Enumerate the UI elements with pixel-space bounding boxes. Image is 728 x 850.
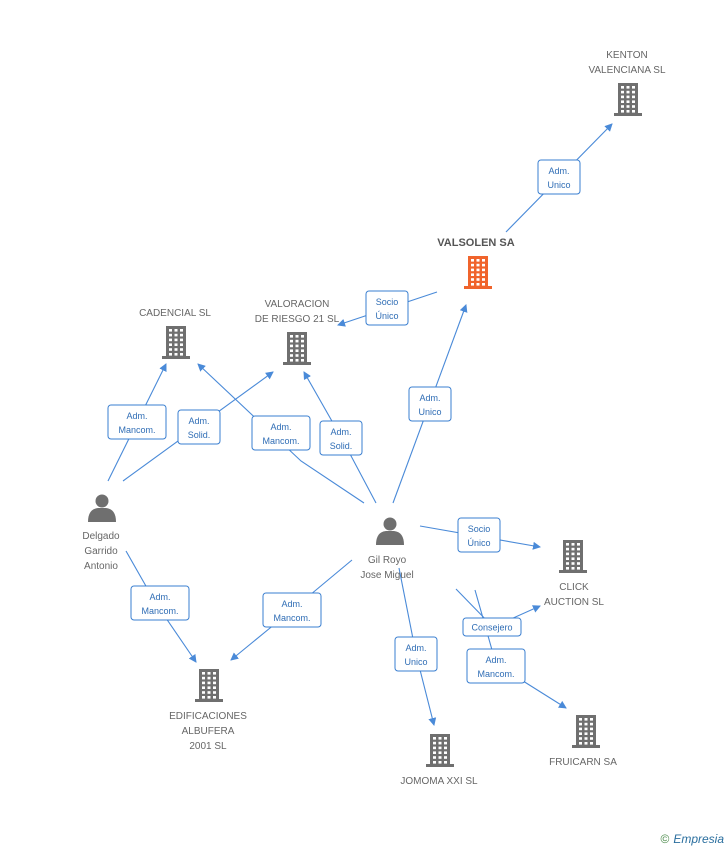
edge-label-box <box>466 648 526 684</box>
node-label[interactable]: AUCTION SL <box>544 597 604 608</box>
edge-label-e11[interactable]: Consejero <box>462 617 522 637</box>
node-label[interactable]: VALORACION <box>265 299 330 310</box>
edge-label-e7[interactable]: Adm. Solid. <box>319 420 363 456</box>
node-label[interactable]: VALSOLEN SA <box>437 237 514 249</box>
node-label[interactable]: VALENCIANA SL <box>588 65 666 76</box>
edge-label-text: Adm. <box>548 166 569 176</box>
edge-label-text: Mancom. <box>262 436 299 446</box>
edge-label-box <box>319 420 363 456</box>
building-icon[interactable] <box>426 734 454 767</box>
building-icon[interactable] <box>559 540 587 573</box>
edge-label-text: Adm. <box>405 643 426 653</box>
node-label[interactable]: JOMOMA XXI SL <box>400 776 478 787</box>
edge-label-box <box>457 517 501 553</box>
edge-label-text: Adm. <box>485 655 506 665</box>
person-icon[interactable] <box>376 517 404 546</box>
edge-label-box <box>107 404 167 440</box>
edge-label-text: Adm. <box>149 592 170 602</box>
brand-name: Empresia <box>673 832 724 846</box>
node-jomoma[interactable]: JOMOMA XXI SL <box>400 734 478 787</box>
edge-label-e4[interactable]: Adm. Mancom. <box>107 404 167 440</box>
building-icon[interactable] <box>572 715 600 748</box>
edge-label-text: Adm. <box>270 422 291 432</box>
edge-label-text: Adm. <box>419 393 440 403</box>
edge-label-box <box>262 592 322 628</box>
edge-label-e9[interactable]: Adm. Mancom. <box>262 592 322 628</box>
edge-label-text: Mancom. <box>118 425 155 435</box>
node-click[interactable]: CLICK AUCTION SL <box>544 540 604 608</box>
edge-label-text: Adm. <box>126 411 147 421</box>
node-fruicarn[interactable]: FRUICARN SA <box>549 715 617 768</box>
edge-label-box <box>394 636 438 672</box>
node-label[interactable]: DE RIESGO 21 SL <box>255 314 340 325</box>
edge-label-text: Consejero <box>471 623 512 633</box>
edge-label-text: Solid. <box>330 441 353 451</box>
edge-label-e1[interactable]: Adm. Unico <box>537 159 581 195</box>
edge-label-box <box>177 409 221 445</box>
edge-label-text: Solid. <box>188 430 211 440</box>
node-label[interactable]: CLICK <box>559 582 589 593</box>
node-valoracion[interactable]: VALORACION DE RIESGO 21 SL <box>255 299 340 365</box>
edge-label-e5[interactable]: Adm. Solid. <box>177 409 221 445</box>
node-label[interactable]: CADENCIAL SL <box>139 308 211 319</box>
edge-label-text: Adm. <box>188 416 209 426</box>
edge-label-box <box>251 415 311 451</box>
edge-label-e8[interactable]: Adm. Mancom. <box>130 585 190 621</box>
edge-label-box <box>537 159 581 195</box>
building-icon[interactable] <box>614 83 642 116</box>
edge-label-e12[interactable]: Adm. Mancom. <box>466 648 526 684</box>
edge-label-text: Único <box>467 538 490 548</box>
edge-label-e3[interactable]: Adm. Unico <box>408 386 452 422</box>
edge-label-text: Mancom. <box>141 606 178 616</box>
edge-label-box <box>462 617 522 637</box>
node-label[interactable]: Delgado <box>82 531 120 542</box>
edge-label-box <box>408 386 452 422</box>
node-label[interactable]: Gil Royo <box>368 555 407 566</box>
node-label[interactable]: FRUICARN SA <box>549 757 617 768</box>
edge-label-text: Adm. <box>330 427 351 437</box>
node-valsolen[interactable]: VALSOLEN SA <box>437 237 515 289</box>
node-label[interactable]: Garrido <box>84 546 118 557</box>
edge-label-text: Único <box>375 311 398 321</box>
edge-e6 <box>197 363 365 504</box>
edge-label-e6[interactable]: Adm. Mancom. <box>251 415 311 451</box>
node-edificaciones[interactable]: EDIFICACIONES ALBUFERA 2001 SL <box>169 669 247 752</box>
node-cadencial[interactable]: CADENCIAL SL <box>139 308 211 359</box>
edge-label-text: Unico <box>547 180 570 190</box>
node-label[interactable]: Jose Miguel <box>360 570 413 581</box>
watermark: ©Empresia <box>660 832 724 846</box>
edge-label-text: Unico <box>404 657 427 667</box>
building-icon[interactable] <box>195 669 223 702</box>
edge-label-box <box>130 585 190 621</box>
edge-label-text: Unico <box>418 407 441 417</box>
node-label[interactable]: KENTON <box>606 50 648 61</box>
edge-label-text: Mancom. <box>477 669 514 679</box>
edge-label-e13[interactable]: Adm. Unico <box>394 636 438 672</box>
node-label[interactable]: ALBUFERA <box>182 726 235 737</box>
node-label[interactable]: EDIFICACIONES <box>169 711 247 722</box>
node-label[interactable]: 2001 SL <box>189 741 227 752</box>
person-icon[interactable] <box>88 494 116 523</box>
building-icon[interactable] <box>464 256 492 289</box>
node-label[interactable]: Antonio <box>84 561 118 572</box>
copyright-symbol: © <box>660 832 670 846</box>
edge-label-text: Socio <box>468 524 491 534</box>
edge-label-text: Adm. <box>281 599 302 609</box>
building-icon[interactable] <box>283 332 311 365</box>
node-kenton[interactable]: KENTON VALENCIANA SL <box>588 50 666 116</box>
edge-label-box <box>365 290 409 326</box>
edge-label-text: Mancom. <box>273 613 310 623</box>
building-icon[interactable] <box>162 326 190 359</box>
edge-label-text: Socio <box>376 297 399 307</box>
